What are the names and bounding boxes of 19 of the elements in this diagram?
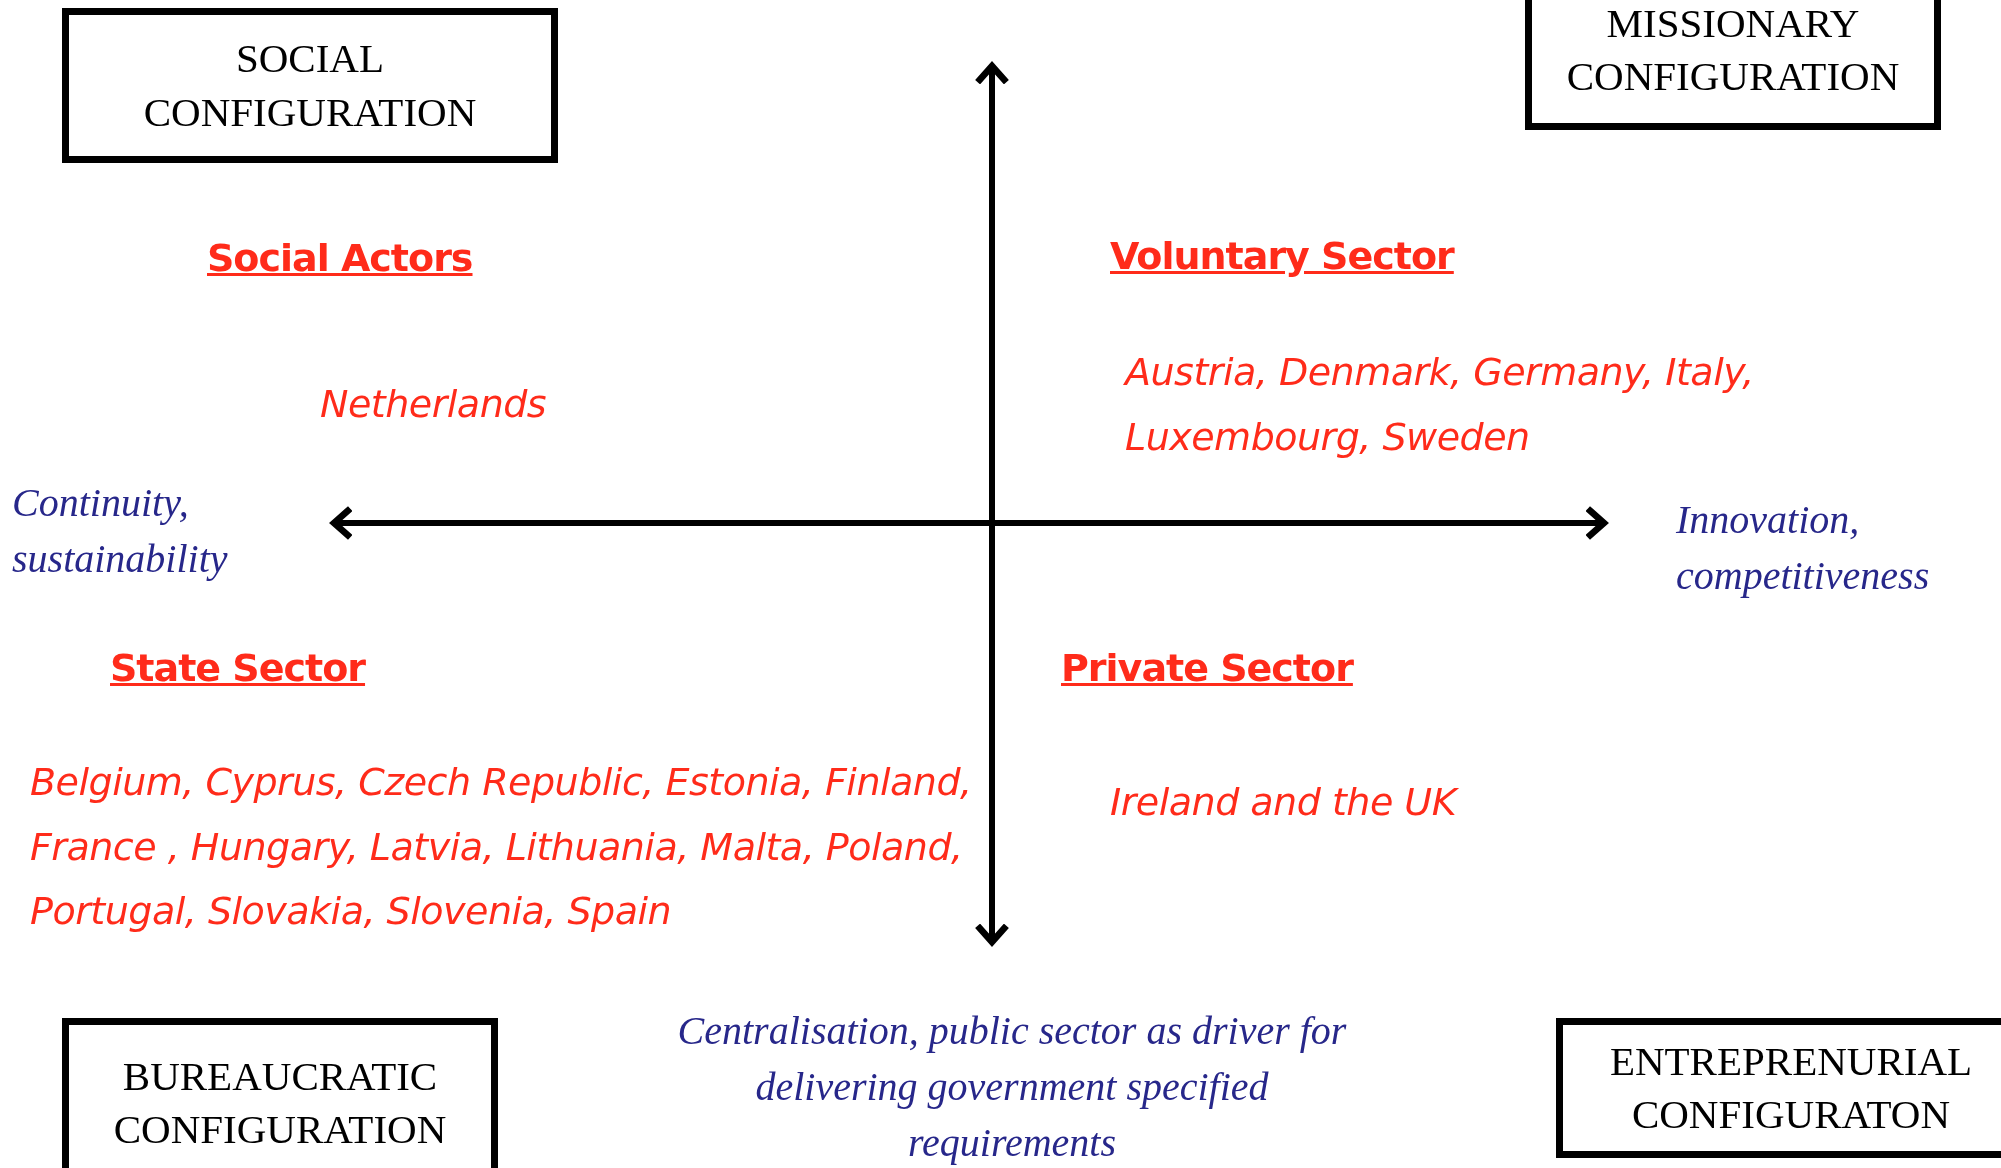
axis-label: Continuity, sustainability: [12, 479, 229, 583]
configuration-box: [62, 8, 558, 163]
configuration-box: [1556, 1018, 2001, 1158]
sector-heading: Private Sector: [1061, 645, 1353, 692]
country-list: Ireland and the UK: [1110, 770, 1457, 835]
country-list: Netherlands: [320, 372, 547, 437]
country-list: Austria, Denmark, Germany, Italy, Luxembourg, Sweden: [1125, 340, 1875, 470]
country-list: Belgium, Cyprus, Czech Republic, Estonia, Finland, France , Hungary, Latvia, Lithuania, Malta, Poland, Portugal, Slovakia, Slovenia, Spain: [30, 750, 980, 944]
sector-heading: Social Actors: [207, 235, 473, 282]
axis-label: Centralisation, public sector as driver for delivering government specified requirements: [676, 1007, 1348, 1167]
configuration-label: ENTREPRENURIAL CONFIGURATON: [1608, 1036, 1974, 1139]
configuration-box: [62, 1018, 498, 1168]
axis-label: Innovation, competitiveness: [1676, 496, 1931, 600]
configuration-box: [1525, 0, 1941, 130]
configuration-label: BUREAUCRATIC CONFIGURATION: [112, 1051, 448, 1154]
sector-heading: Voluntary Sector: [1110, 233, 1454, 280]
sector-heading: State Sector: [110, 645, 366, 692]
configuration-label: MISSIONARY CONFIGURATION: [1565, 0, 1901, 101]
configuration-label: SOCIAL CONFIGURATION: [142, 34, 478, 137]
